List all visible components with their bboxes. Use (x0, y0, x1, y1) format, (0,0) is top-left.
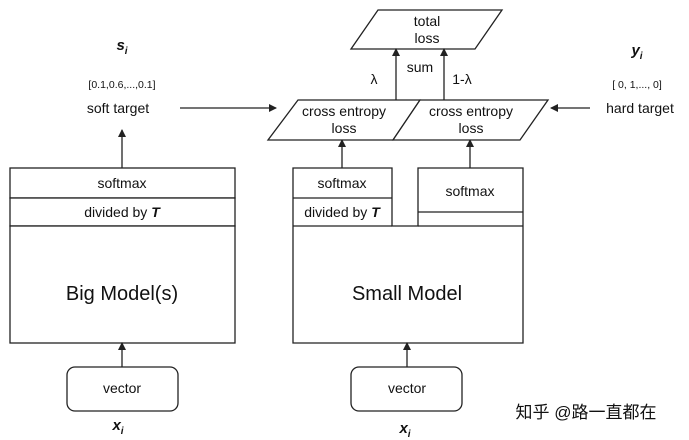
hard-target-column: yi [ 0, 1,..., 0] hard target (606, 42, 674, 116)
soft-target-vector: [0.1,0.6,...,0.1] (88, 79, 155, 91)
one-minus-lambda-label: 1-λ (452, 71, 471, 87)
s-i-label: si (116, 37, 127, 57)
ce-right-line2: loss (459, 120, 484, 136)
big-vector-box (66, 366, 179, 412)
loss-section: cross entropy loss cross entropy loss to… (180, 9, 590, 141)
small-model-column: softmax divided by T softmax Small Model… (292, 139, 524, 440)
small-softmax-left-label: softmax (317, 175, 366, 191)
total-loss-line2: loss (415, 30, 440, 46)
lambda-label: λ (371, 71, 378, 87)
watermark-text: 知乎 @路一直都在 (516, 403, 657, 422)
small-vector-label: vector (388, 380, 426, 396)
big-x-i-label: xi (111, 417, 123, 437)
big-model-column: si [0.1,0.6,...,0.1] soft target softmax… (9, 37, 236, 437)
small-vector-box (350, 366, 463, 412)
total-loss-line1: total (414, 13, 440, 29)
y-i-label: yi (630, 42, 642, 62)
big-divided-label: divided by T (84, 204, 161, 220)
big-divided-box (9, 197, 236, 227)
small-divided-label: divided by T (304, 204, 381, 220)
ce-left-line1: cross entropy (302, 103, 386, 119)
hard-target-label: hard target (606, 100, 674, 116)
big-vector-label: vector (103, 380, 141, 396)
ce-right-line1: cross entropy (429, 103, 513, 119)
hard-target-vector: [ 0, 1,..., 0] (612, 79, 662, 91)
soft-target-label: soft target (87, 100, 149, 116)
cross-entropy-right-box (391, 99, 550, 141)
small-softmax-right-label: softmax (445, 183, 494, 199)
big-softmax-label: softmax (97, 175, 146, 191)
big-model-label: Big Model(s) (66, 283, 178, 305)
total-loss-box (349, 9, 504, 50)
sum-label: sum (407, 59, 433, 75)
small-x-i-label: xi (398, 420, 410, 440)
small-model-label: Small Model (352, 283, 462, 305)
ce-left-line2: loss (332, 120, 357, 136)
